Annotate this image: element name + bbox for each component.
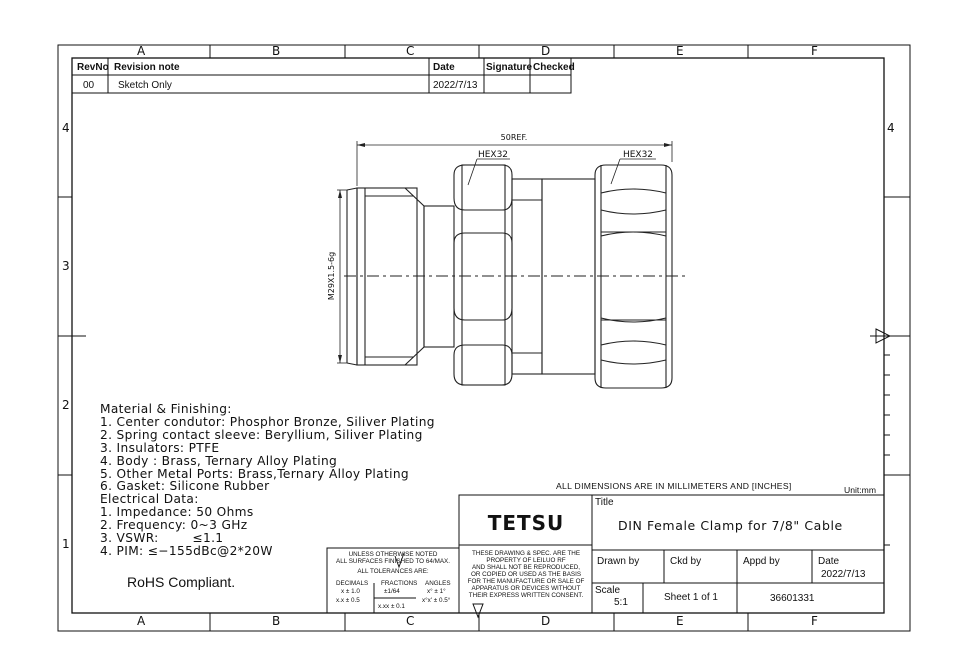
tolerance-value: x.x ± 0.5 <box>336 597 360 604</box>
zone-row-2-left: 2 <box>62 398 70 412</box>
tolerance-note: UNLESS OTHERWISE NOTED ALL SURFACES FINI… <box>328 551 458 575</box>
date-header: Date <box>433 62 455 73</box>
notice-line: AND SHALL NOT BE REPRODUCED, <box>471 564 581 571</box>
electrical-item: 3. VSWR: ≤1.1 <box>100 531 224 546</box>
signature-header: Signature <box>486 62 533 73</box>
material-item: 5. Other Metal Ports: Brass,Ternary Allo… <box>100 466 409 481</box>
outer-frame <box>57 44 911 632</box>
tolerance-value: x.xx ± 0.1 <box>378 603 405 610</box>
revision-table-grid <box>71 57 572 94</box>
company-logo: TETSU <box>487 511 565 535</box>
notes-block: Material & Finishing: 1. Center condutor… <box>100 403 435 558</box>
notice-line: OR COPIED OR USED AS THE BASIS <box>470 571 582 578</box>
date-value: 2022/7/13 <box>821 569 866 580</box>
hex-leaders <box>467 158 656 186</box>
tolerance-line: ALL SURFACES FINISHED TO 64/MAX. <box>336 558 450 565</box>
zone-row-4-left: 4 <box>62 121 70 135</box>
zone-col-e-bottom: E <box>676 614 684 628</box>
notice-line: FOR THE MANUFACTURE OR SALE OF <box>467 578 585 585</box>
dim-arrow-left-icon <box>357 143 365 147</box>
notice-line: APPARATUS OR DEVICES WITHOUT <box>471 585 581 592</box>
zone-col-a-bottom: A <box>137 614 146 628</box>
rev-no-cell: 00 <box>83 80 95 91</box>
hex-left-label: HEX32 <box>478 150 508 160</box>
ckd-by-label: Ckd by <box>670 556 702 567</box>
material-item: 2. Spring contact sleeve: Beryllium, Sil… <box>100 427 423 442</box>
zone-col-b-top: B <box>272 44 281 58</box>
surface-finish-icon <box>394 552 405 569</box>
material-item: 4. Body : Brass, Ternary Alloy Plating <box>100 453 338 468</box>
fractions-header: FRACTIONS <box>381 580 418 587</box>
checked-header: Checked <box>533 62 575 73</box>
notice-line: PROPERTY OF LEILUO RF <box>486 557 566 564</box>
hex-right-label: HEX32 <box>623 150 653 160</box>
zone-col-c-bottom: C <box>406 614 415 628</box>
material-item: 1. Center condutor: Phosphor Bronze, Sil… <box>100 414 435 429</box>
tolerance-line: UNLESS OTHERWISE NOTED <box>348 551 438 558</box>
rohs-label: RoHS Compliant. <box>127 574 236 590</box>
sheet-number: Sheet 1 of 1 <box>664 592 718 603</box>
material-heading: Material & Finishing: <box>100 402 232 416</box>
centering-arrow-icon <box>875 328 892 344</box>
part-number: 36601331 <box>770 593 815 604</box>
tolerance-value: ±1/64 <box>384 588 400 595</box>
material-item: 3. Insulators: PTFE <box>100 440 220 455</box>
zone-col-d-top: D <box>541 44 551 58</box>
thread-dimension <box>337 189 347 364</box>
zone-row-4-right: 4 <box>887 121 895 135</box>
title-label: Title <box>595 497 614 508</box>
zone-col-e-top: E <box>676 44 684 58</box>
zone-row-1-left: 1 <box>62 537 70 551</box>
centering-arrow-bottom-icon <box>472 603 484 619</box>
rev-no-header: RevNo <box>77 62 109 73</box>
tolerance-value: x°x' ± 0.5° <box>422 597 451 604</box>
electrical-item: 4. PIM: ≤−155dBc@2*20W <box>100 543 273 558</box>
dim-arrow-right-icon <box>664 143 672 147</box>
material-item: 6. Gasket: Silicone Rubber <box>100 479 270 494</box>
tolerance-line: ALL TOLERANCES ARE: <box>357 568 429 575</box>
angles-header: ANGLES <box>425 580 451 587</box>
zone-col-a-top: A <box>137 44 146 58</box>
notice-line: THESE DRAWING & SPEC. ARE THE <box>471 550 581 557</box>
title-block-grid <box>326 494 884 614</box>
zone-col-d-bottom: D <box>541 614 551 628</box>
thread-label: M29X1.5-6g <box>327 252 336 300</box>
zone-ticks <box>58 45 910 631</box>
zone-col-f-bottom: F <box>811 614 818 628</box>
appd-by-label: Appd by <box>743 556 780 567</box>
scale-label: Scale <box>595 585 621 596</box>
zone-col-f-top: F <box>811 44 818 58</box>
electrical-item: 1. Impedance: 50 Ohms <box>100 505 254 520</box>
zone-row-3-left: 3 <box>62 259 70 273</box>
revision-date-cell: 2022/7/13 <box>433 80 478 91</box>
notice-line: THEIR EXPRESS WRITTEN CONSENT. <box>468 592 584 599</box>
thread-arrow-top-icon <box>338 190 342 198</box>
electrical-heading: Electrical Data: <box>100 492 199 507</box>
property-notice: THESE DRAWING & SPEC. ARE THE PROPERTY O… <box>460 550 592 599</box>
revision-note-cell: Sketch Only <box>118 80 172 91</box>
zone-col-b-bottom: B <box>272 614 281 628</box>
date-label: Date <box>818 556 840 567</box>
overall-dimension <box>356 141 673 186</box>
tolerance-value: x ± 1.0 <box>341 588 360 595</box>
zone-col-c-top: C <box>406 44 415 58</box>
overall-length-label: 50REF. <box>501 133 528 142</box>
drawing-title: DIN Female Clamp for 7/8" Cable <box>618 518 843 533</box>
electrical-item: 2. Frequency: 0~3 GHz <box>100 518 248 533</box>
tolerance-value: x° ± 1° <box>427 588 446 595</box>
revision-note-header: Revision note <box>114 62 180 73</box>
dimension-note: ALL DIMENSIONS ARE IN MILLIMETERS AND [I… <box>556 481 792 491</box>
thread-arrow-bottom-icon <box>338 355 342 363</box>
drawn-by-label: Drawn by <box>597 556 640 567</box>
unit-label: Unit:mm <box>844 485 876 495</box>
scale-value: 5:1 <box>614 597 628 608</box>
decimals-header: DECIMALS <box>336 580 369 587</box>
